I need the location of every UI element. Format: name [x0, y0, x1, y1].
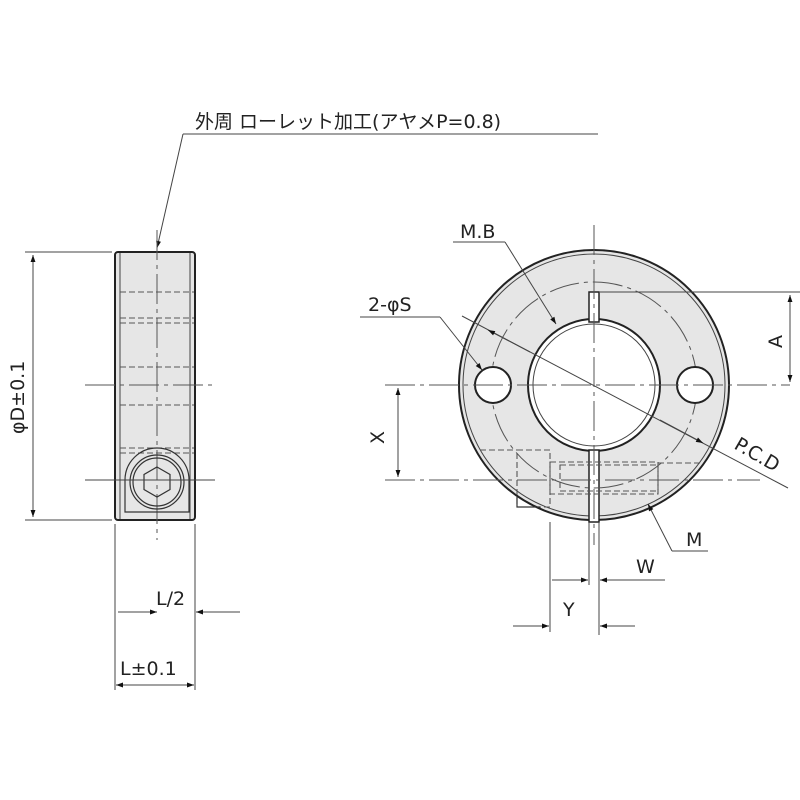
- dim-a: A: [600, 291, 800, 382]
- side-view: [85, 230, 215, 540]
- holes-callout: 2-φS: [360, 294, 483, 371]
- dim-w-y: W Y: [513, 522, 665, 635]
- pcd-arrow: [487, 329, 531, 353]
- screw-thread-hidden: [559, 464, 659, 492]
- length-label: L±0.1: [120, 658, 177, 680]
- leader-line: [439, 316, 483, 371]
- length-dimensions: L/2 L±0.1: [114, 524, 240, 690]
- dim-x: X: [367, 388, 401, 477]
- leader-line: [504, 241, 557, 325]
- bore-callout: M.B: [453, 221, 557, 325]
- front-view: [385, 225, 790, 545]
- diameter-dimension: φD±0.1: [7, 251, 112, 521]
- pcd-arrow: [659, 419, 704, 444]
- knurl-note-text: 外周 ローレット加工(アヤメP=0.8): [195, 111, 501, 133]
- slit-width-label: W: [636, 556, 655, 578]
- knurl-leader-line: [156, 133, 184, 249]
- screw-thread-hidden: [549, 461, 659, 495]
- bore-label: M.B: [460, 221, 495, 243]
- screw-label: M: [686, 529, 702, 551]
- diameter-label: φD±0.1: [7, 361, 29, 434]
- dim-y-label: Y: [562, 599, 575, 621]
- half-length-label: L/2: [156, 588, 185, 610]
- screw-callout: M: [647, 503, 708, 552]
- pcd-label: P.C.D: [731, 433, 784, 476]
- holes-label: 2-φS: [368, 294, 412, 316]
- leader-line: [647, 503, 673, 552]
- knurl-note: 外周 ローレット加工(アヤメP=0.8): [156, 111, 598, 249]
- dim-a-label: A: [765, 335, 787, 348]
- dim-x-label: X: [367, 431, 389, 444]
- counterbore-edge: [516, 497, 540, 508]
- cap-screw-icon: [124, 447, 190, 513]
